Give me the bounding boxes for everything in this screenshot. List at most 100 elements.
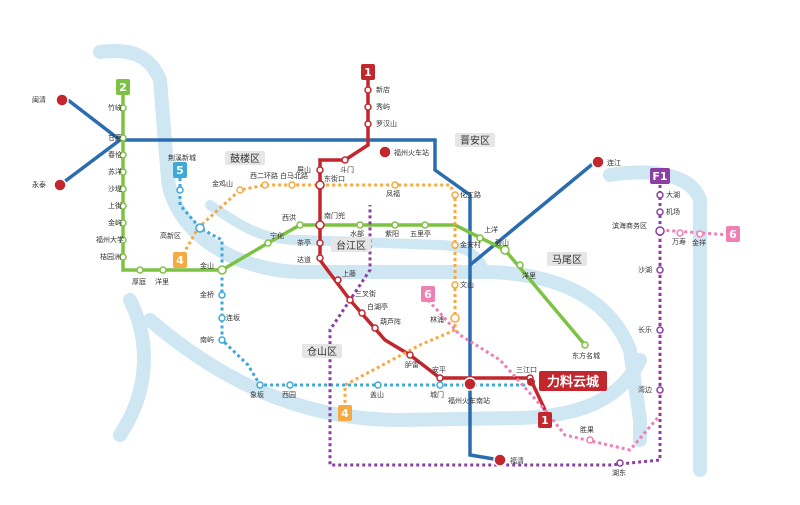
line-blue-west-branch[interactable] [58, 138, 122, 187]
district-gulou: 鼓楼区 [230, 152, 260, 165]
station-hudong[interactable] [616, 459, 624, 467]
station-jinanxiang[interactable] [451, 241, 459, 249]
station-suyang[interactable] [119, 168, 127, 176]
station-wuliting[interactable] [421, 221, 429, 229]
station-jichang[interactable] [656, 208, 664, 216]
station-shangteng[interactable] [334, 276, 342, 284]
railway-layer: 闽清 永泰 福州火车站 连江 福州火车南站 福清 [32, 93, 621, 467]
station-chengmen[interactable] [436, 381, 444, 389]
station-daxiao[interactable] [316, 254, 324, 262]
station-luoshan[interactable] [364, 120, 372, 128]
station-jinqiao[interactable] [218, 291, 226, 299]
badge-line-1[interactable]: 1 [361, 64, 375, 80]
station-wenshan[interactable] [451, 281, 459, 289]
station-jinji[interactable] [236, 186, 244, 194]
station-jingxi[interactable] [176, 186, 184, 194]
station-shuibu[interactable] [356, 221, 364, 229]
label-chunlun: 春伦 [108, 150, 122, 159]
station-shangyang[interactable] [476, 234, 484, 242]
district-taijiang-bg [331, 238, 371, 252]
badge-line-f1[interactable]: F1 [650, 168, 670, 184]
station-ningnan[interactable] [264, 239, 272, 247]
badge-line-1-end[interactable]: 1 [538, 412, 552, 428]
promo-marker[interactable]: 力料云城 [527, 371, 607, 391]
station-xihu[interactable] [296, 221, 304, 229]
line-6[interactable] [426, 228, 731, 452]
station-gaoxin[interactable] [195, 223, 205, 233]
label-jichang: 机场 [666, 207, 680, 216]
station-xiyuan[interactable] [286, 381, 294, 389]
station-nanmendou[interactable] [315, 220, 325, 230]
station-dongfangmingzhu[interactable] [581, 341, 589, 349]
station-xiuhong[interactable] [364, 103, 372, 111]
station-wanbei[interactable] [656, 386, 664, 394]
line-blue-north[interactable] [66, 98, 501, 462]
station-sanchajie[interactable] [346, 296, 354, 304]
district-layer: 晋安区 鼓楼区 台江区 马尾区 仓山区 [225, 133, 587, 358]
station-pingshan[interactable] [316, 166, 324, 174]
station-daxuecheng[interactable] [119, 236, 127, 244]
station-wanshou[interactable] [676, 229, 684, 237]
station-xiangban[interactable] [256, 381, 264, 389]
station-jinyu[interactable] [119, 219, 127, 227]
line-f1[interactable] [328, 185, 662, 467]
station-erhuan[interactable] [261, 181, 269, 189]
station-gaishan[interactable] [374, 381, 382, 389]
station-xindian[interactable] [364, 86, 372, 94]
river-east [603, 165, 707, 477]
badge-line-4-north[interactable]: 4 [173, 252, 187, 268]
station-binhai[interactable] [655, 226, 665, 236]
station-nanyu[interactable] [218, 336, 226, 344]
railway-fuzhou-south[interactable]: 福州火车南站 [448, 377, 490, 405]
station-jinshan[interactable] [217, 265, 227, 275]
label-xiangban: 象坂 [250, 390, 264, 399]
station-shaban[interactable] [119, 185, 127, 193]
station-chunlun[interactable] [119, 151, 127, 159]
station-luzhou[interactable] [406, 351, 414, 359]
label-sanjiangkou: 三江口 [516, 366, 537, 374]
label-dongjiekou: 东街口 [324, 174, 345, 183]
railway-fuzhou[interactable]: 福州火车站 [378, 145, 429, 159]
station-shahu[interactable] [656, 266, 664, 274]
station-changle[interactable] [656, 326, 664, 334]
station-dongjiekou[interactable] [315, 180, 325, 190]
label-wuliting: 五里亭 [410, 229, 431, 238]
station-shengguo[interactable] [586, 436, 594, 444]
railway-lianjiang[interactable]: 连江 [591, 155, 621, 169]
station-anping[interactable] [436, 374, 444, 382]
line-blue-east-branch[interactable] [468, 160, 597, 267]
station-linpu[interactable] [450, 313, 460, 323]
label-dahu: 大湖 [666, 190, 680, 199]
station-zhuqi[interactable] [119, 104, 127, 112]
station-baihuting[interactable] [358, 309, 366, 317]
station-guling[interactable] [500, 245, 510, 255]
badge-line-6-east[interactable]: 6 [726, 226, 740, 242]
railway-yongtai[interactable]: 永泰 [32, 178, 67, 192]
station-ganzhe[interactable] [119, 134, 127, 142]
station-lianban[interactable] [218, 314, 226, 322]
station-doumen[interactable] [341, 156, 349, 164]
station-fengfu[interactable] [391, 181, 399, 189]
badge-line-5[interactable]: 5 [173, 162, 187, 178]
station-houting[interactable] [136, 266, 144, 274]
district-jinan: 晋安区 [460, 134, 490, 147]
label-jinji: 金鸡山 [212, 179, 233, 188]
station-yangli[interactable] [516, 261, 524, 269]
station-yangqiao[interactable] [159, 266, 167, 274]
badge-line-4-south[interactable]: 4 [338, 405, 352, 421]
badge-line-6-west[interactable]: 6 [421, 286, 435, 302]
badge-line-2[interactable]: 2 [116, 79, 130, 95]
railway-fuqing[interactable]: 福清 [493, 453, 524, 467]
station-dahu[interactable] [656, 191, 664, 199]
station-huagong[interactable] [451, 191, 459, 199]
label-jinshan: 金山 [200, 261, 214, 270]
station-jinxiang[interactable] [696, 230, 704, 238]
station-huluzhen[interactable] [371, 324, 379, 332]
station-ziyang[interactable] [391, 221, 399, 229]
station-shangjie[interactable] [119, 202, 127, 210]
station-juyuanzhou[interactable] [119, 253, 127, 261]
station-chayuan[interactable] [316, 239, 324, 247]
line-4[interactable] [178, 183, 457, 410]
railway-minqing[interactable]: 闽清 [32, 93, 69, 107]
station-baima[interactable] [288, 181, 296, 189]
